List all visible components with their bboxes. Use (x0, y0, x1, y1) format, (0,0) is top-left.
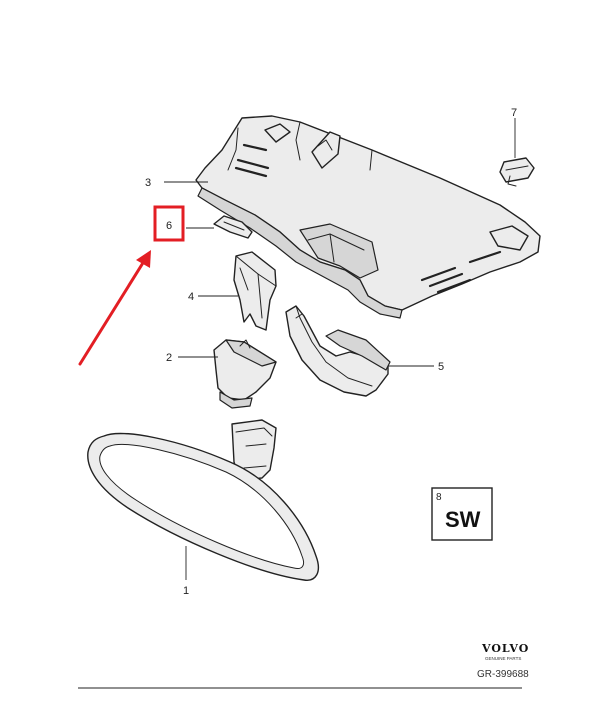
callout-1: 1 (183, 585, 189, 597)
sw-code: SW (445, 507, 481, 532)
sw-box: 8 SW (431, 487, 493, 541)
callout-7: 7 (511, 107, 517, 119)
callout-4: 4 (188, 291, 194, 303)
part-3-cover (195, 115, 541, 319)
part-5-cover (285, 305, 391, 397)
callout-6: 6 (166, 220, 172, 232)
part-1-mirror (87, 432, 320, 581)
part-7-clip (499, 157, 535, 187)
part-4-bracket (233, 251, 277, 331)
diagram-reference: GR-399688 (477, 669, 529, 680)
callout-2: 2 (166, 352, 172, 364)
leader-lines (164, 118, 516, 580)
callout-3: 3 (145, 177, 151, 189)
part-6-clip (213, 215, 253, 239)
brand-logo: VOLVO (481, 642, 529, 655)
highlight-arrow (78, 250, 151, 366)
brand-tagline: GENUINE PARTS (485, 656, 521, 661)
sw-box-frame (431, 487, 493, 541)
part-2-mount (213, 339, 277, 409)
callout-5: 5 (438, 361, 444, 373)
callout-8: 8 (436, 492, 442, 503)
highlight-box (153, 205, 185, 242)
brand-block: VOLVO GENUINE PARTS GR-399688 (477, 642, 529, 680)
